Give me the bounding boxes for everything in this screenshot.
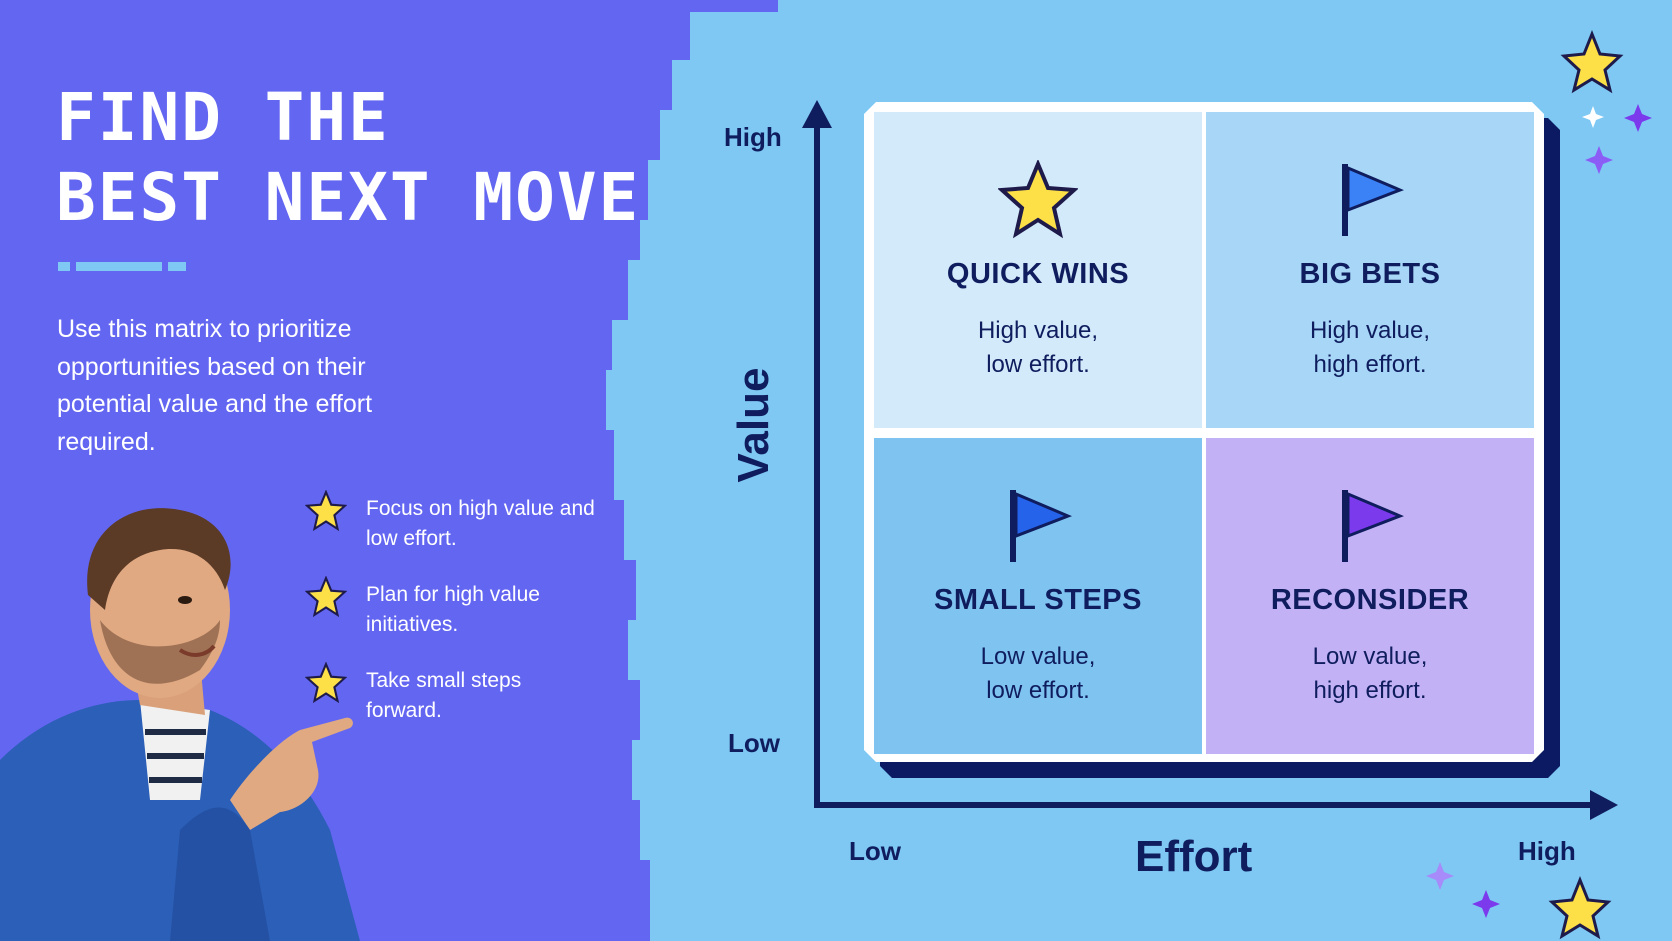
quadrant-description-line: low effort. <box>986 351 1090 378</box>
y-axis-high-label: High <box>724 122 782 152</box>
quadrant-reconsider: RECONSIDER Low value, high effort. <box>1206 438 1534 754</box>
y-axis-low-label: Low <box>728 728 780 758</box>
quadrant-title: RECONSIDER <box>1270 584 1470 616</box>
title-line-2: BEST NEXT MOVE <box>56 159 641 236</box>
tip-text: Take small steps forward. <box>366 669 522 722</box>
flag-icon <box>1342 490 1405 562</box>
y-axis-arrow-icon <box>802 100 832 128</box>
title-line-1: FIND THE <box>56 79 390 156</box>
star-icon <box>305 490 347 532</box>
quadrant-description-line: Low value, <box>980 643 1096 670</box>
quadrant-quick-wins: QUICK WINS High value, low effort. <box>874 112 1202 428</box>
quadrant-description: Low value, low effort. <box>874 640 1202 708</box>
title-underline <box>58 262 186 271</box>
quadrant-description-line: low effort. <box>986 677 1090 704</box>
intro-text: Use this matrix to prioritize opportunit… <box>57 315 373 456</box>
quadrant-description-line: High value, <box>977 317 1099 344</box>
x-axis-title: Effort <box>1135 832 1253 881</box>
quadrant-big-bets: BIG BETS High value, high effort. <box>1206 112 1534 428</box>
flag-icon <box>1010 490 1073 562</box>
x-axis-line <box>814 802 1604 808</box>
quadrant-description-line: high effort. <box>1313 677 1427 704</box>
page-title: FIND THE BEST NEXT MOVE <box>56 78 640 238</box>
tip-text: Plan for high value initiatives. <box>366 583 540 636</box>
star-icon <box>305 662 347 704</box>
x-axis-high-label: High <box>1518 836 1576 866</box>
quadrant-description: High value, low effort. <box>874 314 1202 382</box>
priority-matrix: QUICK WINS High value, low effort. BIG B… <box>864 102 1544 762</box>
x-axis-arrow-icon <box>1590 790 1618 820</box>
quadrant-title: SMALL STEPS <box>934 584 1142 616</box>
flag-icon <box>1342 164 1405 236</box>
quadrant-description: Low value, high effort. <box>1206 640 1534 708</box>
quadrant-description: High value, high effort. <box>1206 314 1534 382</box>
star-icon <box>305 576 347 618</box>
quadrant-title: QUICK WINS <box>946 258 1130 290</box>
quadrant-description-line: High value, <box>1309 317 1431 344</box>
quadrant-small-steps: SMALL STEPS Low value, low effort. <box>874 438 1202 754</box>
quadrant-description-line: Low value, <box>1312 643 1428 670</box>
quadrant-title: BIG BETS <box>1299 258 1441 290</box>
tip-text: Focus on high value and low effort. <box>366 497 595 550</box>
y-axis-line <box>814 118 820 808</box>
x-axis-low-label: Low <box>849 836 901 866</box>
y-axis-title: Value <box>729 367 778 483</box>
person-illustration <box>0 508 360 941</box>
star-icon <box>998 160 1078 239</box>
quadrant-description-line: high effort. <box>1313 351 1427 378</box>
